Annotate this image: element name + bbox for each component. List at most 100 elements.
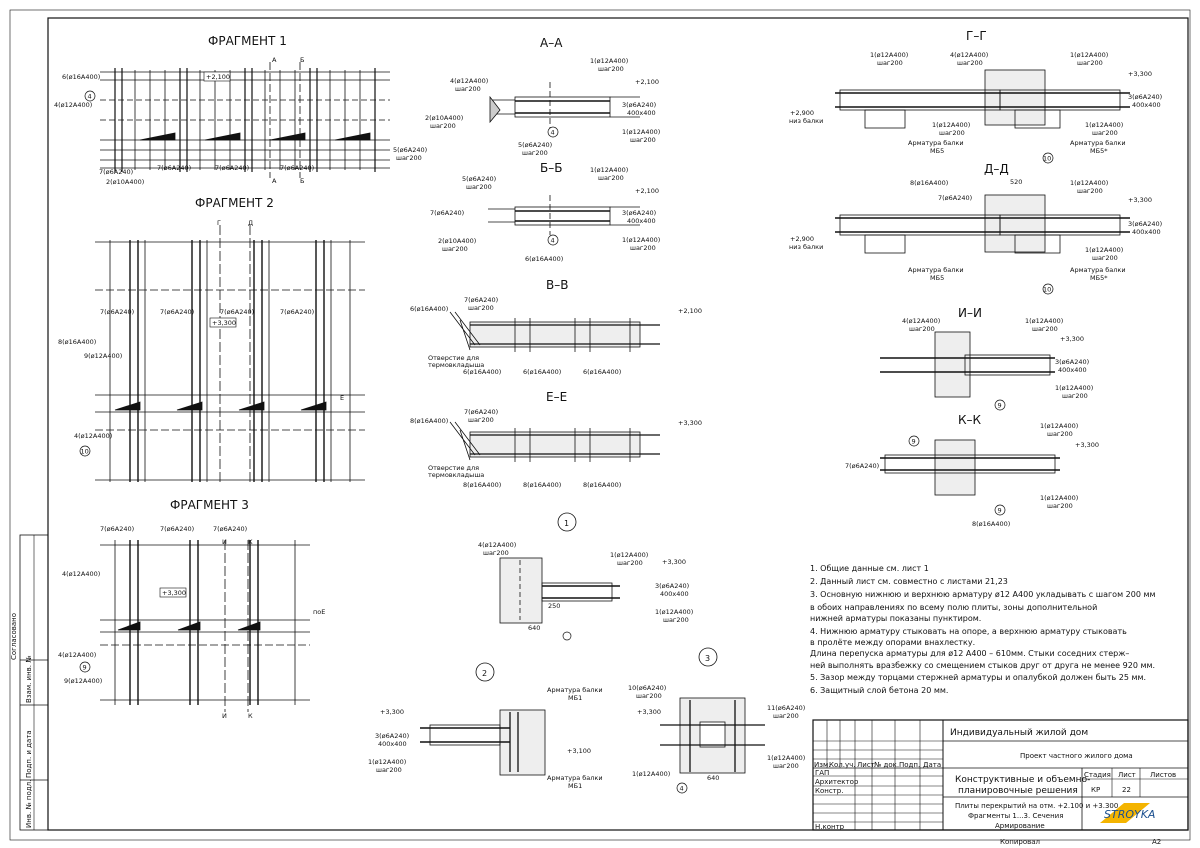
section-ee-title: Е–Е: [546, 390, 567, 404]
tb-desc1: Плиты перекрытий на отм. +2.100 и +3.300: [955, 802, 1118, 810]
note-4c: Длина перепуска арматуры для ø12 А400 – …: [810, 649, 1129, 658]
frag2-cut-e: Е: [340, 394, 344, 402]
gg-axis-10: 10: [1043, 155, 1051, 163]
aa-r2-step: шаг200: [430, 122, 456, 130]
bb-axis-4: 4: [551, 237, 555, 245]
ii-r3: 3(ø6A240): [1055, 358, 1089, 366]
dd-r1a: 1(ø12A400): [1070, 179, 1108, 187]
n1-r4: 4(ø12A400): [478, 541, 516, 549]
ee-hole2: термовкладыша: [428, 471, 484, 479]
gg-level2: +2,900: [790, 109, 814, 117]
vv-hole1: Отверстие для: [428, 354, 479, 362]
dd-beam: 400x400: [1132, 228, 1161, 236]
gg-r1a: 1(ø12A400): [870, 51, 908, 59]
n3-axis-4: 4: [680, 785, 684, 793]
note-5: 5. Зазор между торцами стержней арматуры…: [810, 673, 1146, 682]
gg-r3: 3(ø6A240): [1128, 93, 1162, 101]
vv-level: +2,100: [678, 307, 702, 315]
bb-r2-step: шаг200: [442, 245, 468, 253]
tb-section2: планировочные решения: [958, 786, 1078, 796]
vv-hole2: термовкладыша: [428, 361, 484, 369]
n1-r1b: 1(ø12A400): [655, 608, 693, 616]
n1-level: +3,300: [662, 558, 686, 566]
section-gg: Г–Г 10 1(ø12A400) шаг200 4(ø12A400) шаг2…: [789, 29, 1162, 164]
dd-r8: 8(ø16A400): [910, 179, 948, 187]
note-3: 3. Основную нижнюю и верхнюю арматуру ø1…: [810, 590, 1156, 599]
aa-r5: 5(ø6A240): [518, 141, 552, 149]
section-kk-title: К–К: [958, 413, 982, 427]
bb-r2: 2(ø10A400): [438, 237, 476, 245]
frag3-r7a: 7(ø6A240): [100, 525, 134, 533]
logo-stroyka: STROYKA: [1100, 803, 1155, 823]
ii-r4: 4(ø12A400): [902, 317, 940, 325]
frag3-r9: 9(ø12A400): [64, 677, 102, 685]
n1-r3: 3(ø6A240): [655, 582, 689, 590]
ii-r1b-step: шаг200: [1062, 392, 1088, 400]
frag1-r7d: 7(ø6A240): [280, 164, 314, 172]
frag3-level: +3,300: [162, 589, 186, 597]
frag2-r7a: 7(ø6A240): [100, 308, 134, 316]
frag1-cut-b-top: Б: [300, 56, 304, 64]
node-1: 1 4(ø12A400) шаг200 1(ø12A400) шаг200 +3…: [478, 512, 693, 641]
frag1-r7c: 7(ø6A240): [215, 164, 249, 172]
tb-project: Индивидуальный жилой дом: [950, 728, 1088, 738]
frag2-r7c: 7(ø6A240): [220, 308, 254, 316]
frag2-axis-10: 10: [81, 448, 89, 456]
outer-frame: [9, 9, 1191, 841]
gg-r1b-step: шаг200: [1077, 59, 1103, 67]
kk-r1b-step: шаг200: [1047, 502, 1073, 510]
section-ii-title: И–И: [958, 306, 982, 320]
ii-level: +3,300: [1060, 335, 1084, 343]
section-gg-title: Г–Г: [966, 29, 987, 43]
ii-r1b: 1(ø12A400): [1055, 384, 1093, 392]
node-2: 2 Арматура балки МБ1 +3,300 3(ø6A240) 40…: [368, 662, 603, 790]
gg-r1b: 1(ø12A400): [1070, 51, 1108, 59]
n3-r10-step: шаг200: [636, 692, 662, 700]
vv-r7: 7(ø6A240): [464, 296, 498, 304]
node-3: 3 4 10(ø6A240) шаг200 +3,300 11(ø6A240) …: [628, 647, 805, 794]
stamp-vzam: Взам. инв. №: [25, 655, 33, 703]
n1-r1: 1(ø12A400): [610, 551, 648, 559]
dd-r7: 7(ø6A240): [938, 194, 972, 202]
vv-r6c: 6(ø16A400): [583, 368, 621, 376]
n3-r1b: 1(ø12A400): [767, 754, 805, 762]
section-bb-title: Б–Б: [540, 161, 562, 175]
aa-r3: 3(ø6A240): [622, 101, 656, 109]
frag3-r4a: 4(ø12A400): [62, 570, 100, 578]
section-bb: Б–Б 4 5(ø6A240) шаг200 1(ø12A400) шаг200…: [430, 161, 660, 263]
node-1-title: 1: [564, 519, 569, 528]
n2-beam: 400x400: [378, 740, 407, 748]
bb-r7: 7(ø6A240): [430, 209, 464, 217]
n3-r10: 10(ø6A240): [628, 684, 666, 692]
tb-section: Конструктивные и объемно-: [955, 775, 1090, 785]
n2-arm: Арматура балки: [547, 686, 603, 694]
fragment-2: ФРАГМЕНТ 2 +3,300: [58, 196, 365, 482]
frag1-r5: 5(ø6A240): [393, 146, 427, 154]
inner-frame: [47, 17, 1189, 831]
gg-r4: 4(ø12A400): [950, 51, 988, 59]
ee-hole1: Отверстие для: [428, 464, 479, 472]
aa-axis-4: 4: [551, 129, 555, 137]
aa-r5-step: шаг200: [522, 149, 548, 157]
frag1-step: шаг200: [396, 154, 422, 162]
frag3-poe: поЕ: [313, 608, 325, 616]
section-ii: И–И 9 4(ø12A400) шаг200 1(ø12A400) шаг20…: [880, 306, 1093, 411]
section-vv: В–В 7(ø6A240) шаг200 6(ø16A400) +2,100 О…: [410, 278, 702, 376]
aa-r1b-step: шаг200: [630, 136, 656, 144]
tb-stadia: Стадия: [1084, 771, 1111, 779]
ii-axis-9: 9: [998, 402, 1002, 410]
n3-r11-step: шаг200: [773, 712, 799, 720]
gg-r1c: 1(ø12A400): [932, 121, 970, 129]
dd-mb5s: МБ5*: [1090, 274, 1108, 282]
bb-r1: 1(ø12A400): [590, 166, 628, 174]
n3-r1b-step: шаг200: [773, 762, 799, 770]
tb-listov: Листов: [1150, 771, 1176, 779]
frag2-cut-d: Д: [248, 219, 253, 227]
ee-r8c: 8(ø16A400): [583, 481, 621, 489]
gg-arm2: Арматура балки: [1070, 139, 1126, 147]
tb-format: А2: [1152, 838, 1161, 846]
stamp-podp: Подп. и дата: [25, 730, 33, 778]
n2-r1-step: шаг200: [376, 766, 402, 774]
ee-r8a: 8(ø16A400): [463, 481, 501, 489]
